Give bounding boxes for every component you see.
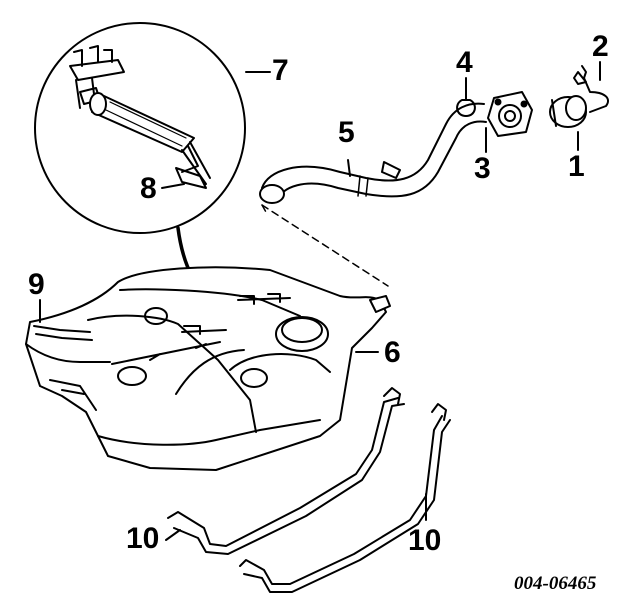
callout-8: 8 (140, 172, 157, 205)
callout-3: 3 (474, 152, 491, 185)
fuel-cap (549, 65, 609, 128)
callout-4: 4 (456, 46, 473, 79)
filler-tube (259, 99, 487, 204)
callout-10-rear-strap: 10 (126, 522, 160, 555)
callout-10-front-strap: 10 (408, 524, 442, 557)
filler-neck-housing (487, 91, 533, 137)
callout-1: 1 (568, 150, 585, 183)
catalog-number: 004-06465 (514, 573, 597, 594)
assembly-dash-line (261, 204, 389, 287)
callout-7: 7 (272, 54, 289, 87)
tank-strap-rear (167, 387, 405, 555)
fuel-tank (25, 266, 391, 471)
leader-10a (165, 529, 181, 541)
leader-lines (39, 61, 601, 541)
callout-5: 5 (338, 116, 355, 149)
callout-9: 9 (28, 268, 45, 301)
fuel-pump-detail (34, 22, 246, 234)
tank-strap-front (239, 403, 451, 593)
leader-5 (347, 159, 351, 177)
detail-circle (34, 22, 246, 234)
leader-8 (161, 183, 185, 189)
callout-6: 6 (384, 336, 401, 369)
callout-2: 2 (592, 30, 609, 63)
